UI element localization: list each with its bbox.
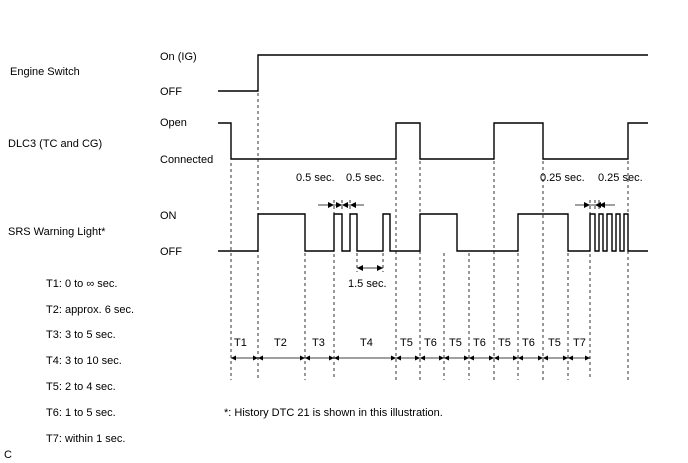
interval-arrowhead <box>568 355 573 361</box>
dlc3-high-level: Open <box>160 117 187 129</box>
engine-switch-label: Engine Switch <box>10 66 80 78</box>
interval-arrowhead <box>300 355 305 361</box>
legend-item: T6: 1 to 5 sec. <box>46 407 116 419</box>
interval-arrowhead <box>489 355 494 361</box>
pulse-duration-label-2: 0.5 sec. <box>346 172 385 184</box>
engine-switch-waveform <box>218 54 648 92</box>
srs-low-level: OFF <box>160 246 182 258</box>
dlc3-label: DLC3 (TC and CG) <box>8 138 102 150</box>
guide-lines <box>230 93 629 380</box>
interval-arrowhead <box>420 355 425 361</box>
interval-label: T2 <box>274 337 287 349</box>
srs-warning-light-waveform <box>218 213 648 252</box>
interval-label: T3 <box>312 337 325 349</box>
interval-label: T5 <box>498 337 511 349</box>
legend-item: T4: 3 to 10 sec. <box>46 355 122 367</box>
interval-label: T7 <box>573 337 586 349</box>
interval-arrowhead <box>334 355 339 361</box>
interval-label: T6 <box>424 337 437 349</box>
interval-label: T5 <box>548 337 561 349</box>
interval-arrowhead <box>538 355 543 361</box>
interval-arrowhead <box>518 355 523 361</box>
interval-arrowhead <box>543 355 548 361</box>
corner-mark: C <box>4 449 12 461</box>
interval-label: T6 <box>522 337 535 349</box>
interval-arrowhead <box>444 355 449 361</box>
srs-warning-light-label: SRS Warning Light* <box>8 226 106 238</box>
fast-pulse-duration-label-1: 0.25 sec. <box>540 172 585 184</box>
interval-arrowhead <box>391 355 396 361</box>
interval-label: T4 <box>360 337 373 349</box>
interval-arrowhead <box>258 355 263 361</box>
interval-label: T6 <box>473 337 486 349</box>
interval-dimension-line <box>231 355 590 361</box>
interval-arrowhead <box>494 355 499 361</box>
srs-high-level: ON <box>160 210 177 222</box>
interval-arrowhead <box>253 355 258 361</box>
interval-label: T1 <box>234 337 247 349</box>
interval-arrowhead <box>585 355 590 361</box>
interval-arrowhead <box>513 355 518 361</box>
footnote: *: History DTC 21 is shown in this illus… <box>224 407 443 419</box>
interval-arrowhead <box>415 355 420 361</box>
interval-arrowhead <box>439 355 444 361</box>
legend-item: T2: approx. 6 sec. <box>46 304 134 316</box>
legend-item: T5: 2 to 4 sec. <box>46 381 116 393</box>
interval-label: T5 <box>449 337 462 349</box>
engine-switch-high-level: On (IG) <box>160 51 197 63</box>
dlc3-waveform <box>218 122 648 160</box>
interval-arrowhead <box>305 355 310 361</box>
engine-switch-low-level: OFF <box>160 86 182 98</box>
interval-arrowhead <box>563 355 568 361</box>
interval-label: T5 <box>400 337 413 349</box>
pulse-duration-label-1: 0.5 sec. <box>296 172 335 184</box>
interval-arrowhead <box>464 355 469 361</box>
legend-item: T3: 3 to 5 sec. <box>46 329 116 341</box>
pulse-width-markers <box>318 202 615 271</box>
interval-arrowhead <box>469 355 474 361</box>
interval-arrowhead <box>329 355 334 361</box>
interval-arrowhead <box>231 355 236 361</box>
legend-item: T7: within 1 sec. <box>46 433 125 445</box>
dlc3-low-level: Connected <box>160 154 213 166</box>
interval-arrowhead <box>396 355 401 361</box>
gap-duration-label: 1.5 sec. <box>348 278 387 290</box>
legend-item: T1: 0 to ∞ sec. <box>46 278 117 290</box>
fast-pulse-duration-label-2: 0.25 sec. <box>598 172 643 184</box>
